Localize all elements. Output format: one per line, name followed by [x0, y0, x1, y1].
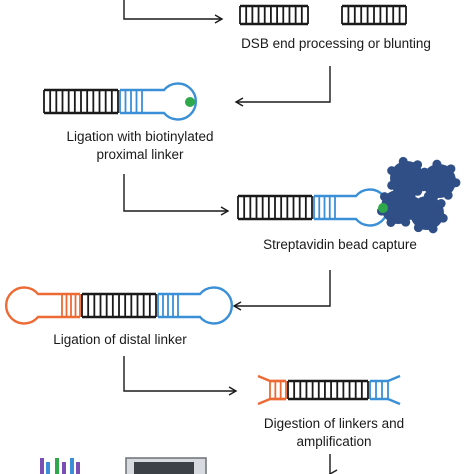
blue-adapter-stem — [369, 379, 389, 401]
proximal-linker-ligated-dna — [43, 82, 197, 121]
dsb-fragment-right — [341, 4, 407, 26]
arrow-to-proximal-ligation — [234, 66, 331, 107]
dsb-blunt-fragments — [239, 4, 407, 26]
arrow-to-dsb-processing — [123, 0, 224, 24]
arrow-to-bead-capture — [123, 174, 230, 216]
streptavidin-lobe — [405, 191, 448, 234]
step-label-dsb-processing: DSB end processing or blunting — [241, 36, 431, 51]
digested-amplified-dna — [257, 374, 401, 406]
distal-proximal-loop — [178, 286, 233, 325]
genomic-dna-duplex — [43, 88, 119, 115]
dsb-fragment-left — [239, 4, 309, 26]
step-label-digestion-line2: amplification — [296, 434, 372, 449]
proximal-linker-stem — [119, 88, 143, 115]
sequencer-machine-icon — [125, 457, 207, 474]
blue-overhang — [387, 374, 401, 406]
captured-linker-stem — [313, 194, 336, 221]
proximal-linker-loop — [142, 82, 197, 121]
distal-linker-stem — [61, 292, 81, 319]
step-label-digestion-line1: Digestion of linkers and — [263, 416, 405, 431]
arrow-to-digestion — [123, 356, 238, 396]
amplified-dna — [287, 379, 369, 401]
sequencing-icons — [40, 457, 207, 474]
distal-linker-loop — [5, 286, 62, 325]
sequencing-reads-icon — [40, 458, 80, 474]
distal-linker-ligated-dna — [5, 286, 233, 325]
arrow-to-sequencing — [328, 454, 338, 474]
step-label-proximal-ligation-line1: Ligation with biotinylated — [66, 129, 214, 144]
distal-genomic-dna — [81, 292, 157, 319]
captured-biotin-tag — [378, 203, 388, 213]
distal-proximal-stem — [157, 292, 179, 319]
orange-adapter-stem — [269, 379, 287, 401]
step-label-distal-ligation: Ligation of distal linker — [53, 332, 187, 347]
biotin-tag — [185, 97, 195, 107]
step-label-bead-capture: Streptavidin bead capture — [263, 237, 417, 252]
step-label-proximal-ligation-line2: proximal linker — [96, 147, 184, 162]
captured-genomic-dna — [237, 194, 313, 221]
bead-captured-dna — [237, 156, 461, 234]
arrow-to-distal-ligation — [232, 270, 331, 311]
